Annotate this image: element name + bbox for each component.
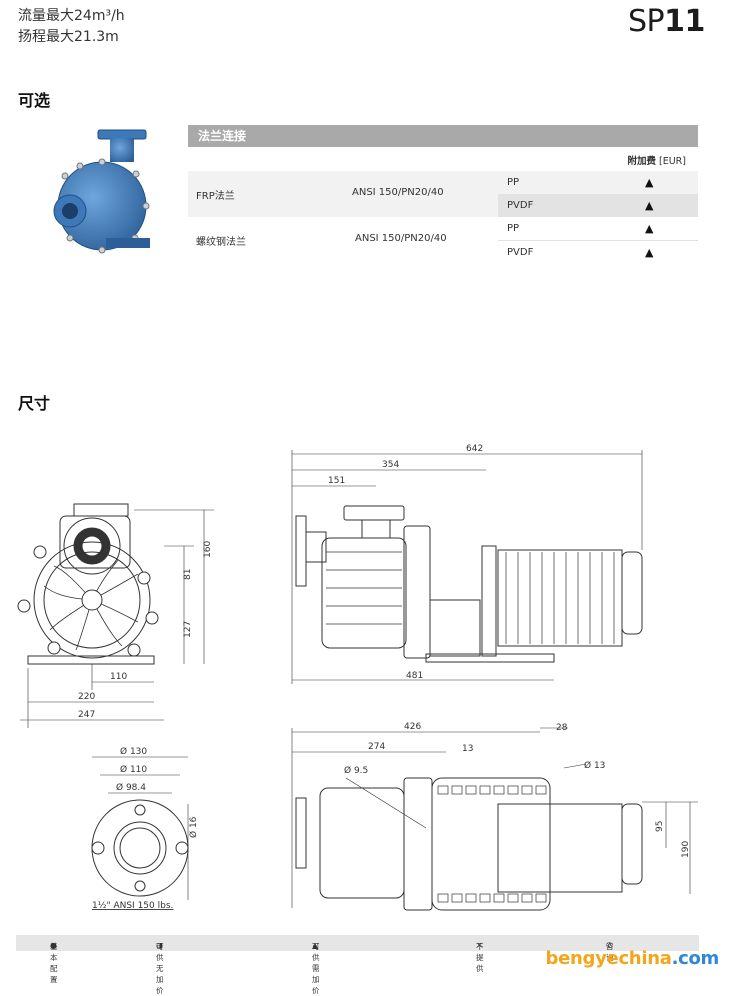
dim-dia16: Ø 16 <box>188 816 199 838</box>
dim-dia9-5: Ø 9.5 <box>344 765 368 776</box>
surcharge-mark: ▲ <box>645 246 654 259</box>
flange-caption: 1½" ANSI 150 lbs. <box>92 901 173 911</box>
pump-photo <box>53 129 150 254</box>
material-row: PP ▲ <box>498 217 698 240</box>
legend-symbol: ✆ <box>606 941 613 950</box>
material-row: PP ▲ <box>498 171 698 194</box>
material-label: PP <box>507 223 520 234</box>
watermark-part3: .com <box>671 948 720 969</box>
watermark-part2: china <box>618 948 672 969</box>
spec-head: 扬程最大21.3m <box>18 29 119 45</box>
dimensions-title: 尺寸 <box>18 394 51 413</box>
surcharge-label: 附加费 <box>627 156 656 167</box>
material-label: PVDF <box>507 247 534 258</box>
row-name: FRP法兰 <box>196 191 235 202</box>
dim-354: 354 <box>382 460 399 470</box>
dim-426: 426 <box>404 722 421 732</box>
legend-symbol: ✕ <box>476 941 483 950</box>
surcharge-unit: [EUR] <box>659 156 686 167</box>
dim-642: 642 <box>466 444 483 454</box>
model-title: SP11 <box>628 4 705 39</box>
surcharge-mark: ▲ <box>645 222 654 235</box>
dim-95: 95 <box>655 821 665 832</box>
dim-247: 247 <box>78 710 95 720</box>
dim-dia130: Ø 130 <box>120 746 147 757</box>
legend-symbol: ● <box>50 941 57 950</box>
dim-190: 190 <box>681 841 691 858</box>
spec-block: 流量最大24m³/h 扬程最大21.3m <box>18 6 125 48</box>
surcharge-mark: ▲ <box>645 176 654 189</box>
surcharge-mark: ▲ <box>645 199 654 212</box>
material-row: PVDF ▲ <box>498 240 698 263</box>
dim-28: 28 <box>556 723 568 733</box>
model-number: 11 <box>664 4 705 39</box>
dim-151: 151 <box>328 476 345 486</box>
spec-flow: 流量最大24m³/h <box>18 8 125 24</box>
legend-symbol: ▲ <box>312 941 319 950</box>
options-title: 可选 <box>18 91 51 110</box>
row-standard: ANSI 150/PN20/40 <box>352 187 444 198</box>
material-label: PVDF <box>507 200 534 211</box>
legend-symbol: ◑ <box>156 941 163 950</box>
surcharge-header: 附加费 [EUR] <box>188 147 698 171</box>
dim-481: 481 <box>406 671 423 681</box>
legend-label: 基本配置 <box>50 942 58 984</box>
watermark-part1: bengye <box>545 948 619 969</box>
options-table: 法兰连接 附加费 [EUR] FRP法兰 ANSI 150/PN20/40 PP… <box>188 125 698 263</box>
options-table-header: 法兰连接 <box>188 125 698 147</box>
front-view-drawing: 160 81 127 110 220 247 <box>17 503 214 728</box>
legend-label: 咨询 <box>606 942 614 962</box>
legend-label: 可供 需加价 <box>312 942 320 995</box>
dim-dia13: Ø 13 <box>584 760 605 771</box>
material-row: PVDF ▲ <box>498 194 698 217</box>
legend-label: 不提供 <box>476 942 484 973</box>
dim-274: 274 <box>368 742 385 752</box>
options-row-frp: FRP法兰 ANSI 150/PN20/40 PP ▲ PVDF ▲ <box>188 171 698 217</box>
options-row-steel: 螺纹钢法兰 ANSI 150/PN20/40 PP ▲ PVDF ▲ <box>188 217 698 263</box>
material-label: PP <box>507 177 520 188</box>
dim-110: 110 <box>110 672 127 682</box>
dim-13: 13 <box>462 744 473 754</box>
model-prefix: SP <box>628 4 665 39</box>
dim-127: 127 <box>183 621 193 638</box>
row-name: 螺纹钢法兰 <box>196 237 246 248</box>
flange-view-drawing: Ø 130 Ø 110 Ø 98.4 Ø 16 1½" ANSI 150 lbs… <box>91 746 199 911</box>
dim-81: 81 <box>183 569 193 580</box>
watermark: bengyechina.com <box>546 948 720 969</box>
row-standard: ANSI 150/PN20/40 <box>355 233 447 244</box>
top-view-drawing: 426 274 13 28 Ø 13 Ø 9.5 95 190 <box>291 722 698 911</box>
side-view-drawing: 642 354 151 481 <box>291 444 643 684</box>
dim-dia98-4: Ø 98.4 <box>116 782 146 793</box>
dim-dia110: Ø 110 <box>120 764 147 775</box>
dim-220: 220 <box>78 692 95 702</box>
dim-160: 160 <box>203 541 213 558</box>
legend-label: 可供 无加价 <box>156 942 164 995</box>
